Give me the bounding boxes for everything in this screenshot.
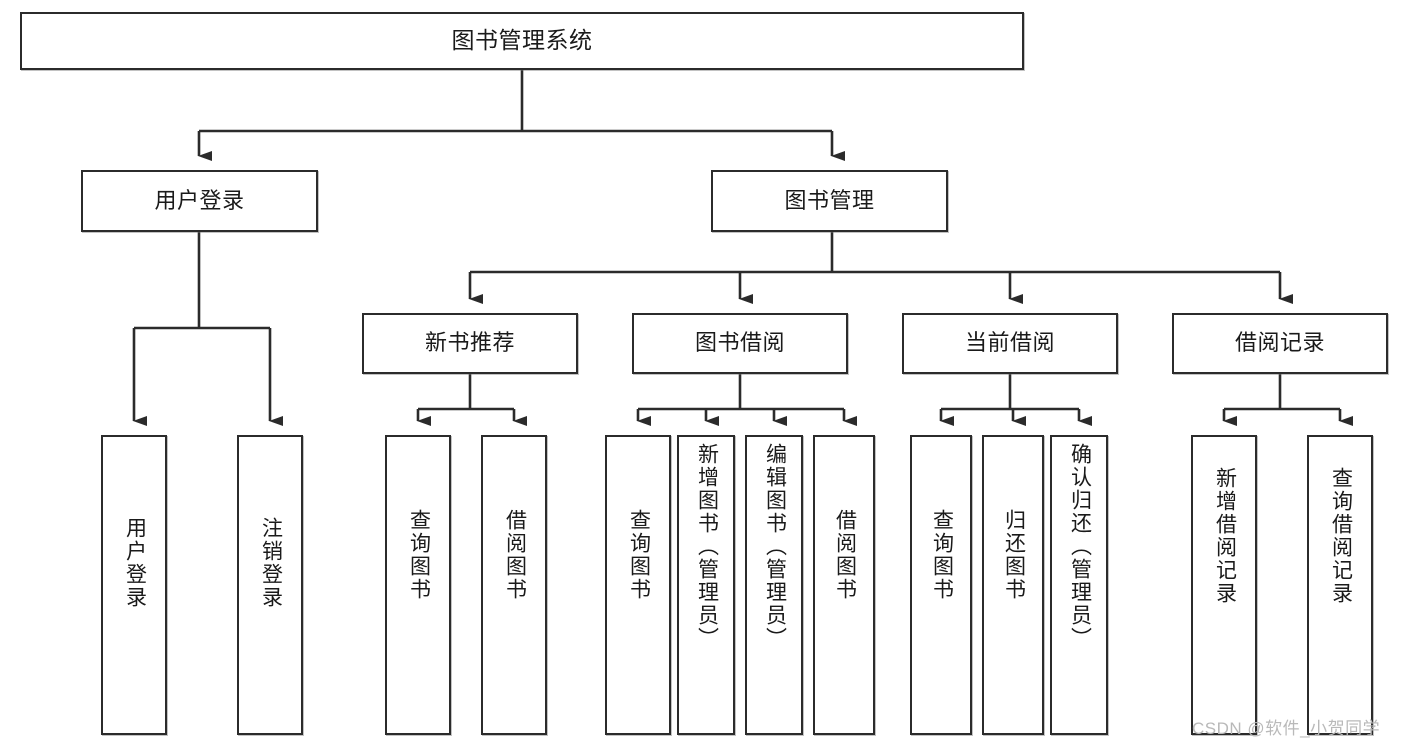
- leaf-return-book[interactable]: 归还图书: [982, 435, 1044, 735]
- node-book-manage[interactable]: 图书管理: [711, 170, 948, 232]
- leaf-query-record-label: 查询借阅记录: [1329, 467, 1353, 605]
- leaf-query-book-1[interactable]: 查询图书: [385, 435, 451, 735]
- leaf-confirm-return-label: 确认归还（管理员）: [1068, 443, 1092, 650]
- leaf-confirm-return[interactable]: 确认归还（管理员）: [1050, 435, 1108, 735]
- leaf-add-record[interactable]: 新增借阅记录: [1191, 435, 1257, 735]
- leaf-borrow-book-2[interactable]: 借阅图书: [813, 435, 875, 735]
- node-root-label: 图书管理系统: [451, 27, 593, 54]
- node-borrow-record-label: 借阅记录: [1234, 330, 1325, 356]
- leaf-query-book-2[interactable]: 查询图书: [605, 435, 671, 735]
- node-current-borrow[interactable]: 当前借阅: [902, 313, 1118, 374]
- leaf-edit-book[interactable]: 编辑图书（管理员）: [745, 435, 803, 735]
- node-root[interactable]: 图书管理系统: [20, 12, 1024, 70]
- leaf-add-book-label: 新增图书（管理员）: [695, 443, 719, 650]
- leaf-query-book-3[interactable]: 查询图书: [910, 435, 972, 735]
- leaf-user-login[interactable]: 用户登录: [101, 435, 167, 735]
- leaf-borrow-book-2-label: 借阅图书: [833, 509, 857, 601]
- leaf-logout-label: 注销登录: [259, 517, 283, 609]
- leaf-return-book-label: 归还图书: [1002, 509, 1026, 601]
- node-new-book-recommend[interactable]: 新书推荐: [362, 313, 578, 374]
- leaf-query-book-1-label: 查询图书: [407, 509, 431, 601]
- node-borrow-record[interactable]: 借阅记录: [1172, 313, 1388, 374]
- leaf-user-login-label: 用户登录: [123, 517, 147, 609]
- csdn-watermark: CSDN @软件_小贺同学: [1192, 719, 1381, 738]
- leaf-add-record-label: 新增借阅记录: [1213, 467, 1237, 605]
- node-new-book-recommend-label: 新书推荐: [424, 330, 515, 356]
- leaf-add-book[interactable]: 新增图书（管理员）: [677, 435, 735, 735]
- leaf-borrow-book-1-label: 借阅图书: [503, 509, 527, 601]
- node-user-login-label: 用户登录: [154, 187, 245, 213]
- leaf-query-book-2-label: 查询图书: [627, 509, 651, 601]
- node-book-borrow-label: 图书借阅: [694, 330, 785, 356]
- leaf-query-record[interactable]: 查询借阅记录: [1307, 435, 1373, 735]
- node-book-borrow[interactable]: 图书借阅: [632, 313, 848, 374]
- node-book-manage-label: 图书管理: [784, 187, 875, 213]
- leaf-query-book-3-label: 查询图书: [930, 509, 954, 601]
- leaf-logout[interactable]: 注销登录: [237, 435, 303, 735]
- node-user-login[interactable]: 用户登录: [81, 170, 318, 232]
- leaf-borrow-book-1[interactable]: 借阅图书: [481, 435, 547, 735]
- node-current-borrow-label: 当前借阅: [964, 330, 1055, 356]
- leaf-edit-book-label: 编辑图书（管理员）: [763, 443, 787, 650]
